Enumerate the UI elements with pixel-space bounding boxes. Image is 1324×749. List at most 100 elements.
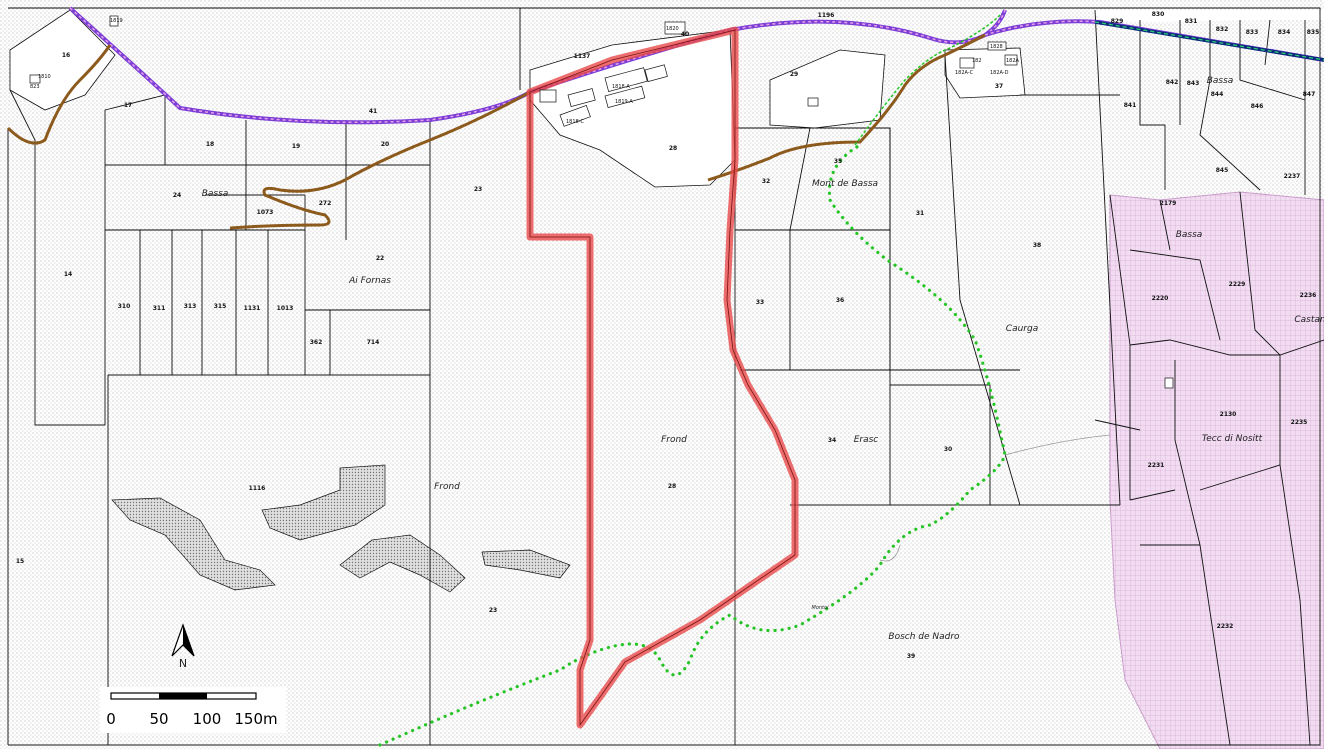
place-erasc: Erasc — [854, 435, 879, 445]
hiking-trail — [378, 143, 1007, 747]
parcel-28-north: 28 — [669, 145, 677, 152]
parcel-362: 362 — [310, 339, 323, 346]
parcel-835: 835 — [1307, 29, 1320, 36]
bld-182: 182 — [972, 58, 982, 64]
green-road-segment — [854, 14, 1001, 146]
parcel-830: 830 — [1152, 11, 1165, 18]
parcel-2179: 2179 — [1160, 200, 1177, 207]
parcel-14: 14 — [64, 271, 72, 278]
parcel-1116: 1116 — [249, 485, 266, 492]
parcel-311: 311 — [153, 305, 166, 312]
bld-823: 823 — [30, 84, 40, 90]
parcel-23-north: 23 — [474, 186, 482, 193]
parcel-2229: 2229 — [1229, 281, 1246, 288]
parcel-29: 29 — [790, 71, 798, 78]
parcel-845: 845 — [1216, 167, 1229, 174]
building-labels: 1810 823 1819 1818-A 1819-A 1818-C 1820 … — [30, 18, 1020, 125]
parcel-1196: 1196 — [818, 12, 835, 19]
place-montoi: Montoi — [812, 605, 830, 611]
scale-label-100: 100 — [193, 710, 222, 728]
parcel-41: 41 — [369, 108, 377, 115]
parcel-17: 17 — [124, 102, 132, 109]
parcel-1013: 1013 — [277, 305, 294, 312]
parcel-831: 831 — [1185, 18, 1198, 25]
place-frond-west: Frond — [434, 482, 460, 492]
building-footprints — [29, 15, 1174, 389]
place-bassa-west: Bassa — [202, 189, 229, 199]
parcel-40: 40 — [681, 31, 689, 38]
bld-182a: 182A — [1006, 58, 1020, 64]
parcel-844: 844 — [1211, 91, 1224, 98]
parcel-31: 31 — [916, 210, 924, 217]
parcel-18: 18 — [206, 141, 214, 148]
place-names: Bassa Ai Fornas Frond Frond Mont de Bass… — [202, 76, 1324, 642]
parcel-24: 24 — [173, 192, 181, 199]
parcel-30: 30 — [944, 446, 952, 453]
parcel-846: 846 — [1251, 103, 1264, 110]
parcel-28-south: 28 — [668, 483, 676, 490]
bld-1828: 1828 — [990, 44, 1003, 50]
place-ai-fornas: Ai Fornas — [348, 276, 391, 286]
place-tecc-di-nositt: Tecc di Nositt — [1202, 434, 1263, 444]
place-caurga: Caurga — [1006, 324, 1038, 334]
parcel-829: 829 — [1111, 18, 1124, 25]
bld-1818c: 1818-C — [566, 119, 585, 125]
parcel-35: 35 — [834, 158, 842, 165]
parcel-16: 16 — [62, 52, 70, 59]
parcel-39: 39 — [907, 653, 915, 660]
bld-1819a: 1819-A — [615, 99, 633, 105]
scale-bar: 0 50 100 150m — [100, 687, 286, 733]
site-boundary — [526, 26, 799, 729]
parcel-834: 834 — [1278, 29, 1291, 36]
parcel-833: 833 — [1246, 29, 1259, 36]
place-bosch-de-nadro: Bosch de Nadro — [888, 632, 960, 642]
parcel-2220: 2220 — [1152, 295, 1169, 302]
scale-label-0: 0 — [106, 710, 116, 728]
parcel-2237: 2237 — [1284, 173, 1301, 180]
parcel-310: 310 — [118, 303, 131, 310]
parcel-841: 841 — [1124, 102, 1137, 109]
parcel-1131: 1131 — [244, 305, 261, 312]
place-bassa-east: Bassa — [1207, 76, 1234, 86]
parcel-714: 714 — [367, 339, 380, 346]
parcel-23-south: 23 — [489, 607, 497, 614]
pink-zone — [1109, 191, 1324, 749]
bld-1810: 1810 — [38, 74, 51, 80]
rock-areas — [111, 464, 571, 593]
parcel-33: 33 — [756, 299, 764, 306]
north-arrow: N — [171, 623, 195, 670]
place-frond-center: Frond — [661, 435, 687, 445]
scale-label-150m: 150m — [234, 710, 277, 728]
parcel-34: 34 — [828, 437, 836, 444]
parcel-843: 843 — [1187, 80, 1200, 87]
place-castan: Castan — [1294, 315, 1324, 325]
parcel-272: 272 — [319, 200, 332, 207]
parcel-19: 19 — [292, 143, 300, 150]
parcel-15: 15 — [16, 558, 24, 565]
bld-182a-c: 182A-C — [955, 70, 974, 76]
parcel-1073: 1073 — [257, 209, 274, 216]
parcel-832: 832 — [1216, 26, 1229, 33]
bld-1820: 1820 — [666, 26, 679, 32]
parcel-boundaries — [7, 7, 1324, 746]
bld-1819: 1819 — [110, 18, 123, 24]
parcel-36: 36 — [836, 297, 844, 304]
scale-label-50: 50 — [149, 710, 168, 728]
place-mont-de-bassa: Mont de Bassa — [812, 179, 878, 189]
north-label: N — [179, 657, 187, 670]
parcel-22: 22 — [376, 255, 384, 262]
parcel-315: 315 — [214, 303, 227, 310]
parcel-2232: 2232 — [1217, 623, 1234, 630]
parcel-313: 313 — [184, 303, 197, 310]
parcel-847: 847 — [1303, 91, 1316, 98]
parcel-numbers: 16 17 18 19 20 41 24 1073 272 22 23 23 1… — [16, 11, 1319, 660]
parcel-2236: 2236 — [1300, 292, 1317, 299]
parcel-20: 20 — [381, 141, 389, 148]
parcel-32: 32 — [762, 178, 770, 185]
dirt-paths — [6, 33, 986, 230]
place-bassa-pink: Bassa — [1176, 230, 1203, 240]
parcel-37: 37 — [995, 83, 1003, 90]
parcel-842: 842 — [1166, 79, 1179, 86]
